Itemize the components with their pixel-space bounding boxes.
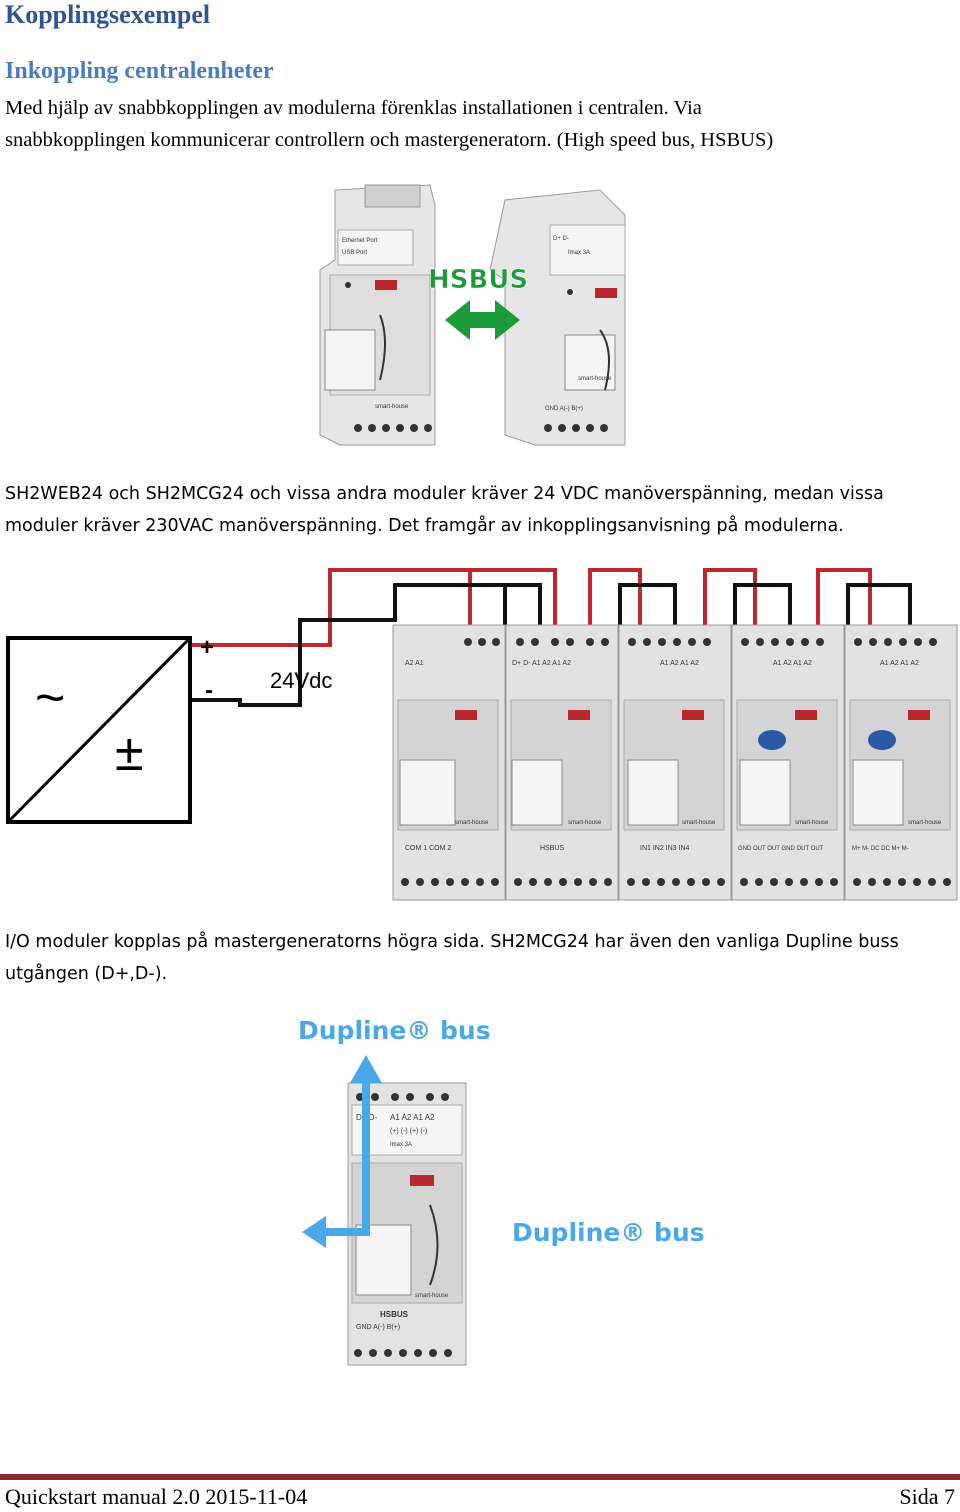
- psu-plus-label: +: [200, 634, 214, 661]
- positive-wires: [190, 568, 872, 647]
- module-3-brand: smart-house: [682, 820, 716, 826]
- dupline-label-top: Dupline® bus: [298, 1016, 491, 1045]
- intro-line-1: Med hjälp av snabbkopplingen av modulern…: [5, 97, 702, 119]
- footer-rule: [0, 1474, 960, 1480]
- io-line-2: utgången (D+,D-).: [5, 964, 168, 984]
- right-module-top-label: D+ D-: [553, 236, 569, 242]
- module-3-bottom-label: IN1 IN2 IN3 IN4: [640, 845, 690, 852]
- module-2-brand: smart-house: [568, 820, 602, 826]
- dupline-arrow-icon: [302, 1055, 382, 1248]
- wiring-diagram: ~ ± + - 24Vdc A2 A1 COM 1 COM 2 smart-ho…: [6, 568, 958, 901]
- dupline-module-brand: smart-house: [415, 1293, 449, 1299]
- voltage-paragraph: SH2WEB24 och SH2MCG24 och vissa andra mo…: [5, 478, 957, 542]
- dupline-module-a-label: A1 A2 A1 A2: [390, 1113, 435, 1122]
- module-1-top-label: A2 A1: [405, 660, 424, 667]
- module-5-brand: smart-house: [908, 820, 942, 826]
- left-module-port-label: Ethernet Port: [342, 238, 378, 244]
- module-3: A1 A2 A1 A2 IN1 IN2 IN3 IN4 smart-house: [618, 624, 732, 901]
- module-4: A1 A2 A1 A2 GND OUT OUT GND OUT OUT smar…: [731, 624, 845, 901]
- right-module-brand: smart-house: [578, 376, 612, 382]
- negative-wires: [190, 583, 912, 707]
- dupline-module-polarity-label: (+) (-) (+) (-): [390, 1128, 427, 1135]
- footer-page-number: Sida 7: [899, 1484, 955, 1509]
- right-module: D+ D- Imax 3A GND A(-) B(+) smart-house: [489, 189, 626, 446]
- module-3-top-label: A1 A2 A1 A2: [660, 660, 699, 667]
- psu-plusminus: ±: [115, 724, 144, 782]
- module-4-brand: smart-house: [795, 820, 829, 826]
- left-module-brand: smart-house: [375, 404, 409, 410]
- module-2-top-label: D+ D- A1 A2 A1 A2: [512, 660, 571, 667]
- psu-minus-label: -: [205, 677, 213, 704]
- module-2: D+ D- A1 A2 A1 A2 HSBUS smart-house: [505, 624, 619, 901]
- section-heading: Inkoppling centralenheter: [5, 58, 274, 84]
- module-1-brand: smart-house: [455, 820, 489, 826]
- module-1-bottom-label: COM 1 COM 2: [405, 845, 451, 852]
- dupline-module-gnd: GND A(-) B(+): [356, 1324, 400, 1331]
- hsbus-figure: Ethernet Port USB Port smart-house D+ D-…: [319, 184, 626, 446]
- voltage-line-1: SH2WEB24 och SH2MCG24 och vissa andra mo…: [5, 484, 884, 504]
- module-5: A1 A2 A1 A2 M+ M- DC DC M+ M- smart-hous…: [844, 624, 958, 901]
- voltage-line-2: moduler kräver 230VAC manöverspänning. D…: [5, 516, 844, 536]
- module-2-bottom-label: HSBUS: [540, 845, 564, 852]
- right-module-imax: Imax 3A: [568, 250, 590, 256]
- page-heading: Kopplingsexempel: [5, 0, 211, 29]
- dupline-figure: Dupline® bus Dupline® bus D+ D- A1 A2 A1…: [298, 1016, 705, 1366]
- module-1: A2 A1 COM 1 COM 2 smart-house: [392, 624, 506, 901]
- hsbus-arrow-icon: [445, 300, 520, 340]
- module-4-top-label: A1 A2 A1 A2: [773, 660, 812, 667]
- psu-tilde: ~: [35, 669, 65, 727]
- module-5-top-label: A1 A2 A1 A2: [880, 660, 919, 667]
- intro-line-2: snabbkopplingen kommunicerar controllern…: [5, 129, 774, 151]
- io-paragraph: I/O moduler kopplas på mastergeneratorns…: [5, 926, 957, 990]
- voltage-label: 24Vdc: [270, 668, 332, 693]
- footer-left: Quickstart manual 2.0 2015-11-04: [5, 1484, 308, 1509]
- hsbus-label: HSBUS: [428, 265, 528, 295]
- dupline-module-hsbus: HSBUS: [380, 1310, 409, 1319]
- io-line-1: I/O moduler kopplas på mastergeneratorns…: [5, 932, 899, 952]
- module-5-bottom-label: M+ M- DC DC M+ M-: [852, 846, 909, 852]
- left-module: Ethernet Port USB Port smart-house: [319, 184, 436, 446]
- module-4-bottom-label: GND OUT OUT GND OUT OUT: [738, 846, 824, 852]
- left-module-usb-label: USB Port: [342, 250, 367, 256]
- dupline-module-imax: Imax 3A: [390, 1142, 412, 1148]
- right-module-hsbus-label: GND A(-) B(+): [545, 406, 583, 412]
- power-supply: ~ ± + - 24Vdc: [6, 634, 332, 824]
- module-row: A2 A1 COM 1 COM 2 smart-house D+ D- A1 A…: [392, 624, 958, 901]
- intro-paragraph: Med hjälp av snabbkopplingen av modulern…: [5, 92, 955, 156]
- dupline-label-side: Dupline® bus: [512, 1218, 705, 1247]
